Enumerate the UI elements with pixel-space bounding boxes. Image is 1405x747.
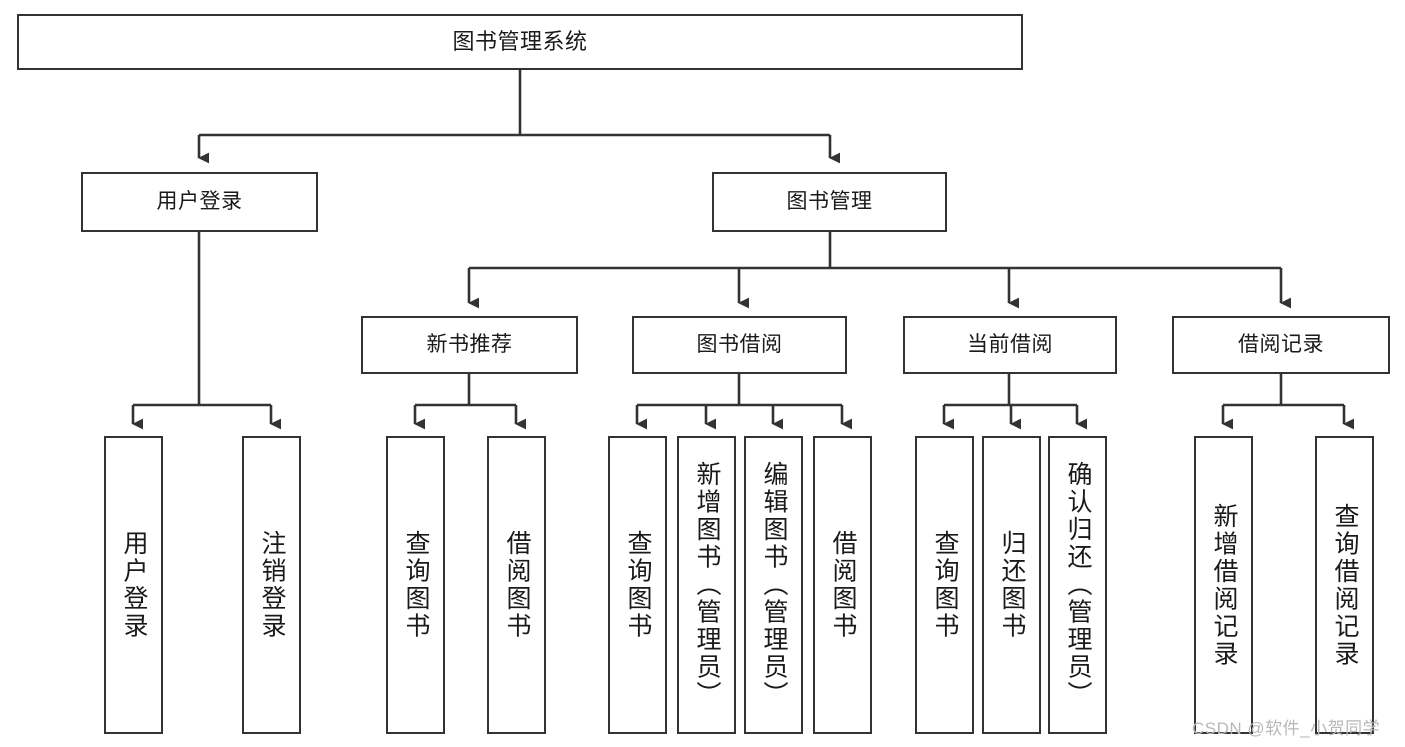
leaf-borrow-add-book-admin[interactable]: 新增图书（管理员） bbox=[677, 436, 736, 734]
node-label: 确认归还（管理员） bbox=[1064, 461, 1092, 709]
leaf-borrow-borrow-book[interactable]: 借阅图书 bbox=[813, 436, 872, 734]
node-current-borrow[interactable]: 当前借阅 bbox=[903, 316, 1117, 374]
csdn-watermark: CSDN @软件_小贺同学 bbox=[1192, 719, 1381, 738]
node-label: 当前借阅 bbox=[967, 332, 1053, 356]
leaf-recommend-borrow-book[interactable]: 借阅图书 bbox=[487, 436, 546, 734]
leaf-borrow-edit-book-admin[interactable]: 编辑图书（管理员） bbox=[744, 436, 803, 734]
node-label: 查询图书 bbox=[402, 530, 430, 640]
node-label: 查询图书 bbox=[624, 530, 652, 640]
leaf-current-return-book[interactable]: 归还图书 bbox=[982, 436, 1041, 734]
leaf-record-query-record[interactable]: 查询借阅记录 bbox=[1315, 436, 1374, 734]
node-label: 图书借阅 bbox=[696, 332, 783, 356]
leaf-user-login-logout[interactable]: 注销登录 bbox=[242, 436, 301, 734]
node-label: 借阅图书 bbox=[829, 530, 857, 640]
node-label: 编辑图书（管理员） bbox=[760, 461, 788, 709]
leaf-user-login-login[interactable]: 用户登录 bbox=[104, 436, 163, 734]
leaf-current-confirm-return-admin[interactable]: 确认归还（管理员） bbox=[1048, 436, 1107, 734]
node-user-login[interactable]: 用户登录 bbox=[81, 172, 318, 232]
node-label: 新增图书（管理员） bbox=[693, 461, 721, 709]
node-borrow-record[interactable]: 借阅记录 bbox=[1172, 316, 1390, 374]
node-label: 用户登录 bbox=[156, 189, 243, 213]
leaf-recommend-query-book[interactable]: 查询图书 bbox=[386, 436, 445, 734]
node-label: 图书管理 bbox=[786, 189, 873, 213]
leaf-record-add-record[interactable]: 新增借阅记录 bbox=[1194, 436, 1253, 734]
node-label: 借阅图书 bbox=[503, 530, 531, 640]
node-label: 用户登录 bbox=[120, 530, 148, 640]
node-label: 借阅记录 bbox=[1238, 332, 1324, 356]
node-label: 归还图书 bbox=[998, 530, 1026, 640]
node-book-borrow[interactable]: 图书借阅 bbox=[632, 316, 847, 374]
node-root-system[interactable]: 图书管理系统 bbox=[17, 14, 1023, 70]
leaf-current-query-book[interactable]: 查询图书 bbox=[915, 436, 974, 734]
node-label: 图书管理系统 bbox=[452, 29, 588, 55]
node-label: 查询借阅记录 bbox=[1331, 502, 1359, 668]
leaf-borrow-query-book[interactable]: 查询图书 bbox=[608, 436, 667, 734]
node-book-management[interactable]: 图书管理 bbox=[712, 172, 947, 232]
node-label: 查询图书 bbox=[931, 530, 959, 640]
node-label: 新书推荐 bbox=[426, 332, 513, 356]
node-new-book-recommend[interactable]: 新书推荐 bbox=[361, 316, 578, 374]
node-label: 注销登录 bbox=[258, 530, 286, 640]
node-label: 新增借阅记录 bbox=[1210, 502, 1238, 668]
